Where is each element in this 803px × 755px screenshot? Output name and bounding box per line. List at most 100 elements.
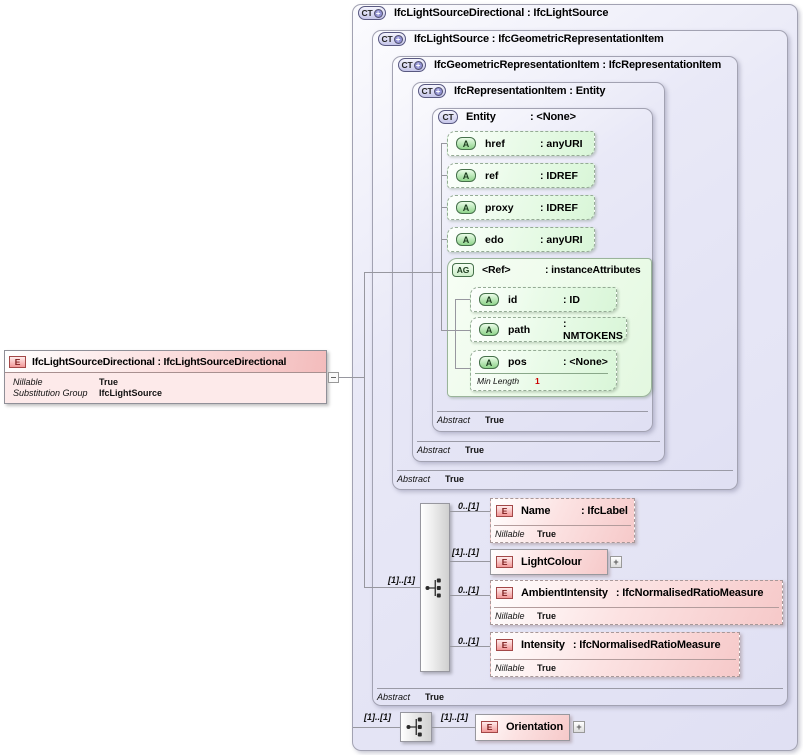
complextype-icon: CT bbox=[438, 110, 458, 124]
connector-line bbox=[432, 727, 475, 728]
connector-line bbox=[455, 299, 456, 368]
attribute-name: edo bbox=[485, 233, 504, 246]
attribute-href[interactable]: A href : anyURI bbox=[447, 131, 595, 156]
attribute-type: : IDREF bbox=[540, 169, 578, 182]
element-label: AmbientIntensity bbox=[521, 587, 608, 599]
facet-value: 1 bbox=[535, 376, 540, 386]
element-icon: E bbox=[496, 639, 513, 651]
connector-line bbox=[339, 377, 364, 378]
attribute-type: : anyURI bbox=[540, 137, 583, 150]
element-lightcolour[interactable]: E LightColour bbox=[490, 549, 608, 575]
attribute-icon: A bbox=[456, 169, 476, 182]
attribute-icon: A bbox=[456, 201, 476, 214]
extension-plus-icon: + bbox=[433, 86, 443, 96]
expand-button-lightcolour[interactable]: + bbox=[610, 556, 622, 568]
attribute-type: : <None> bbox=[563, 356, 608, 368]
expand-button-orientation[interactable]: + bbox=[573, 721, 585, 733]
connector-line bbox=[353, 727, 400, 728]
attribute-type: : anyURI bbox=[540, 233, 583, 246]
attribute-edo[interactable]: A edo : anyURI bbox=[447, 227, 595, 252]
element-type: : IfcNormalisedRatioMeasure bbox=[615, 587, 764, 599]
attribute-type: : IDREF bbox=[540, 201, 578, 214]
complextype-icon: CT+ bbox=[358, 6, 386, 20]
element-icon: E bbox=[496, 587, 513, 599]
sequence-compositor-orientation[interactable] bbox=[400, 712, 432, 742]
facet-row: Min Length 1 bbox=[477, 376, 540, 386]
element-declaration-title: IfcLightSourceDirectional : IfcLightSour… bbox=[32, 355, 287, 368]
complextype-icon: CT+ bbox=[418, 84, 446, 98]
connector-line bbox=[364, 272, 365, 588]
connector-line bbox=[455, 368, 470, 369]
element-separator bbox=[494, 607, 779, 608]
element-type: : IfcLabel bbox=[581, 505, 628, 517]
footer-abstract-ifclightsource: Abstract True bbox=[377, 692, 445, 702]
cardinality-intensity: 0..[1] bbox=[458, 636, 480, 646]
header-ifcrepresentationitem: CT+ IfcRepresentationItem : Entity bbox=[418, 84, 606, 98]
element-declaration-box[interactable]: E IfcLightSourceDirectional : IfcLightSo… bbox=[4, 350, 327, 404]
attribute-proxy[interactable]: A proxy : IDREF bbox=[447, 195, 595, 220]
element-name[interactable]: E Name : IfcLabel bbox=[490, 498, 635, 543]
attribute-name: pos bbox=[508, 356, 527, 368]
connector-line bbox=[441, 143, 447, 144]
header-ifclightsource: CT+ IfcLightSource : IfcGeometricReprese… bbox=[378, 32, 664, 46]
type-title: IfcRepresentationItem : Entity bbox=[454, 85, 606, 97]
connector-line bbox=[455, 330, 470, 331]
element-label: LightColour bbox=[521, 556, 582, 568]
header-ifclightsourcedirectional: CT+ IfcLightSourceDirectional : IfcLight… bbox=[358, 6, 608, 20]
footer-line bbox=[417, 441, 660, 442]
attribute-path[interactable]: A path : NMTOKENS bbox=[470, 317, 627, 342]
element-ambientintensity[interactable]: E AmbientIntensity : IfcNormalisedRatioM… bbox=[490, 580, 783, 625]
collapse-dash-icon bbox=[331, 377, 336, 378]
footer-abstract-ifcrepresentationitem: Abstract True bbox=[417, 445, 485, 455]
cardinality-name: 0..[1] bbox=[458, 501, 480, 511]
connector-line bbox=[364, 272, 441, 273]
footer-abstract-ifcgeometricrepresentationitem: Abstract True bbox=[397, 474, 465, 484]
property-nillable: Nillable True bbox=[13, 377, 119, 387]
extension-plus-icon: + bbox=[413, 60, 423, 70]
element-type: : IfcNormalisedRatioMeasure bbox=[572, 639, 721, 651]
connector-line bbox=[364, 587, 420, 588]
footer-line bbox=[397, 470, 733, 471]
attribute-name: proxy bbox=[485, 201, 514, 214]
connector-line bbox=[441, 143, 442, 331]
sequence-icon bbox=[406, 717, 422, 737]
sequence-compositor[interactable] bbox=[420, 503, 450, 672]
element-icon: E bbox=[9, 355, 26, 368]
footer-nillable-name: Nillable True bbox=[495, 529, 557, 539]
attribute-icon: A bbox=[479, 293, 499, 306]
attribute-group-icon: AG bbox=[452, 263, 474, 277]
attribute-group-header: AG <Ref> : instanceAttributes bbox=[452, 263, 641, 277]
attribute-ref[interactable]: A ref : IDREF bbox=[447, 163, 595, 188]
connector-line bbox=[450, 511, 490, 512]
attribute-icon: A bbox=[456, 137, 476, 150]
cardinality-orientation-sequence: [1]..[1] bbox=[364, 712, 391, 722]
type-title: IfcGeometricRepresentationItem : IfcRepr… bbox=[434, 59, 722, 71]
footer-nillable-intensity: Nillable True bbox=[495, 663, 557, 673]
element-label: Intensity bbox=[521, 639, 565, 651]
facet-label: Min Length bbox=[477, 376, 520, 386]
type-title: IfcLightSourceDirectional : IfcLightSour… bbox=[394, 7, 609, 19]
element-icon: E bbox=[496, 505, 513, 517]
type-base: : <None> bbox=[530, 111, 576, 123]
footer-nillable-ambientintensity: Nillable True bbox=[495, 611, 557, 621]
sequence-icon bbox=[425, 578, 441, 598]
connector-line bbox=[450, 561, 490, 562]
type-title: IfcLightSource : IfcGeometricRepresentat… bbox=[414, 33, 664, 45]
cardinality-orientation: [1]..[1] bbox=[441, 712, 468, 722]
element-intensity[interactable]: E Intensity : IfcNormalisedRatioMeasure bbox=[490, 632, 740, 677]
element-icon: E bbox=[496, 556, 513, 568]
connector-line bbox=[441, 175, 447, 176]
facet-separator bbox=[475, 373, 608, 374]
footer-line bbox=[377, 688, 783, 689]
element-label: Name bbox=[521, 505, 551, 517]
attribute-name: href bbox=[485, 137, 505, 150]
attribute-id[interactable]: A id : ID bbox=[470, 287, 617, 312]
attribute-group-name: <Ref> bbox=[482, 264, 511, 276]
attribute-name: path bbox=[508, 323, 531, 336]
header-ifcgeometricrepresentationitem: CT+ IfcGeometricRepresentationItem : Ifc… bbox=[398, 58, 721, 72]
attribute-name: id bbox=[508, 293, 518, 306]
attribute-pos[interactable]: A pos : <None> bbox=[470, 350, 617, 391]
collapse-handle[interactable] bbox=[328, 372, 339, 383]
type-name: Entity bbox=[466, 111, 496, 123]
element-orientation[interactable]: E Orientation bbox=[475, 714, 570, 741]
